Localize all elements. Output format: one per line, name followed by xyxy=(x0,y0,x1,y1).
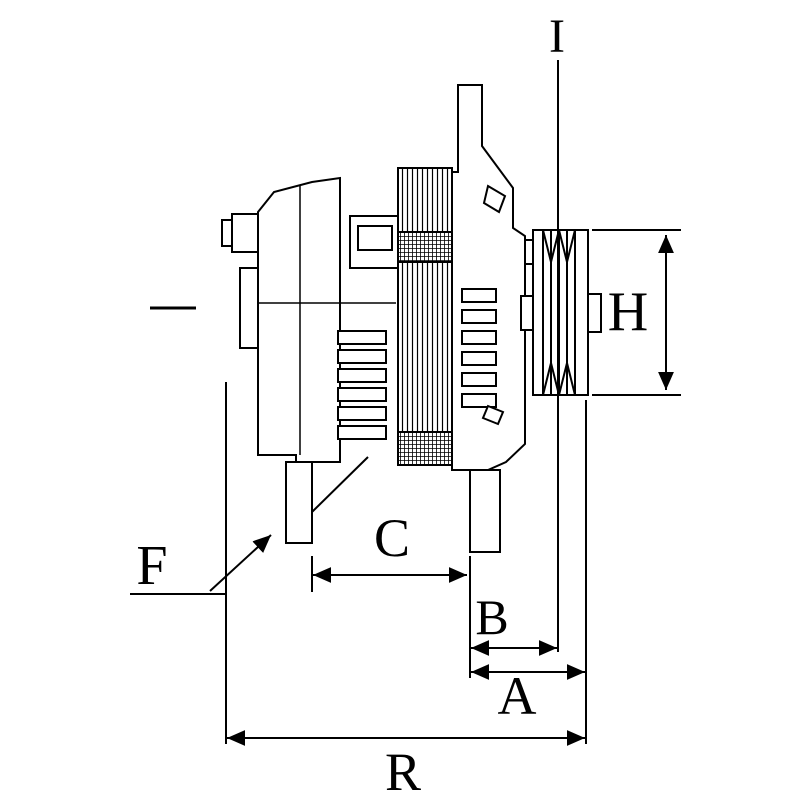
pulley-body xyxy=(532,229,589,396)
shaft-spacer xyxy=(524,239,534,265)
label-I: I xyxy=(549,10,565,63)
pulley-groove-vees xyxy=(542,229,576,396)
vent-slot xyxy=(461,393,497,408)
alternator-drawing xyxy=(221,84,602,553)
vent-slot xyxy=(337,349,387,364)
slip-ring-grid xyxy=(397,231,453,263)
shaft-nut xyxy=(587,293,602,333)
vent-slot xyxy=(337,387,387,402)
lamination-segment xyxy=(397,261,453,433)
vent-slot xyxy=(461,330,497,345)
rear-left-boss xyxy=(239,267,259,349)
vent-slot xyxy=(461,288,497,303)
terminal-block xyxy=(231,213,259,253)
shaft xyxy=(520,295,534,331)
front-vent-slots xyxy=(461,288,497,408)
foot-brace-line xyxy=(311,456,369,513)
vent-slot xyxy=(337,406,387,421)
vent-slot xyxy=(337,425,387,440)
vent-slot xyxy=(461,372,497,387)
vent-slot xyxy=(337,330,387,345)
label-H: H xyxy=(608,281,648,343)
vent-slot xyxy=(337,368,387,383)
pulley xyxy=(532,229,602,396)
label-F: F xyxy=(136,535,167,597)
fan-grid xyxy=(397,431,453,466)
front-housing-hole xyxy=(482,184,507,214)
mounting-foot-left xyxy=(285,461,313,544)
vent-slot xyxy=(461,309,497,324)
stator-lamination-band xyxy=(397,167,453,466)
front-housing-notch xyxy=(481,404,505,426)
lamination-segment xyxy=(397,167,453,233)
label-R: R xyxy=(385,742,421,800)
dim-F-arrow xyxy=(209,534,272,592)
label-C: C xyxy=(374,508,410,568)
mounting-foot-right xyxy=(469,469,501,553)
label-A: A xyxy=(498,666,537,726)
rear-vent-slots xyxy=(337,330,387,440)
label-B: B xyxy=(475,589,508,645)
dimensions: I H F C B A R xyxy=(130,10,681,800)
rear-housing xyxy=(257,176,341,463)
regulator-window-inner xyxy=(357,225,393,251)
vent-slot xyxy=(461,351,497,366)
terminal-stub xyxy=(221,219,233,247)
